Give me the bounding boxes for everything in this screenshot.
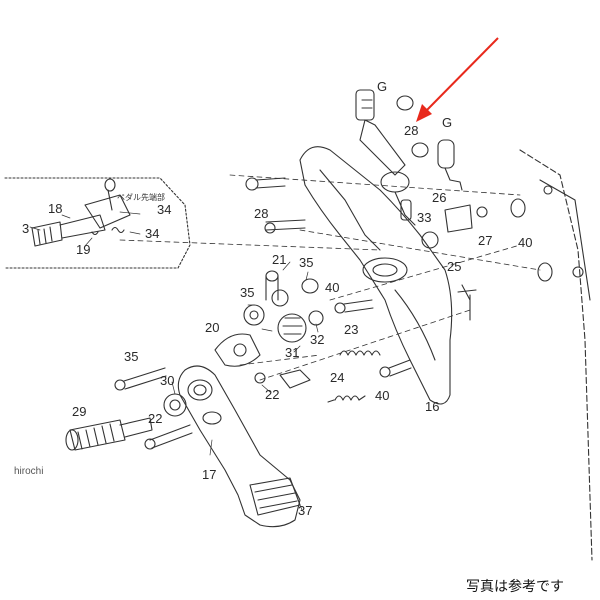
switch-label-g-right: G (442, 115, 452, 130)
part-label-21: 21 (272, 252, 286, 267)
inset-box (4, 177, 191, 269)
part-label-18: 18 (48, 201, 62, 216)
frame-edge (519, 149, 593, 561)
part-label-35-left: 35 (240, 285, 254, 300)
part-label-29: 29 (72, 404, 86, 419)
bracket-plate (299, 146, 453, 405)
part-label-24: 24 (330, 370, 344, 385)
part-label-30: 30 (160, 373, 174, 388)
caption: 写真は参考です (466, 578, 564, 595)
watermark: hirochi (14, 466, 43, 477)
part-label-23: 23 (344, 322, 358, 337)
switch-label-g-left: G (377, 79, 387, 94)
part-label-40-low: 40 (375, 388, 389, 403)
part-label-22-right: 22 (265, 387, 279, 402)
part-label-34-lower: 34 (145, 226, 159, 241)
part-label-3: 3 (22, 221, 29, 236)
part-label-35-upper: 35 (299, 255, 313, 270)
collars (163, 270, 324, 417)
pivot-bolts (114, 299, 412, 450)
part-label-16: 16 (425, 399, 439, 414)
part-label-19: 19 (76, 242, 90, 257)
part-label-28-top: 28 (404, 123, 418, 138)
master-cylinder (355, 89, 429, 226)
part-label-27: 27 (478, 233, 492, 248)
part-label-31: 31 (285, 345, 299, 360)
part-label-35-low: 35 (124, 349, 138, 364)
part-label-40-right: 40 (518, 235, 532, 250)
brake-switch (437, 139, 463, 191)
part-label-37: 37 (298, 503, 312, 518)
part-label-32: 32 (310, 332, 324, 347)
part-label-33: 33 (417, 210, 431, 225)
bolt-28 (245, 177, 306, 234)
red-arrow (416, 37, 499, 122)
springs (327, 350, 381, 403)
part-label-34-upper: 34 (157, 202, 171, 217)
part-label-28-left: 28 (254, 206, 268, 221)
part-label-40-mid: 40 (325, 280, 339, 295)
link-31 (279, 369, 311, 389)
brake-pedal-arm (177, 365, 301, 528)
inset-note: ペダル先端部 (117, 192, 165, 202)
footpeg-29 (65, 417, 153, 451)
part-label-25: 25 (447, 259, 461, 274)
part-label-22-left: 22 (148, 411, 162, 426)
part-label-20: 20 (205, 320, 219, 335)
part-label-26: 26 (432, 190, 446, 205)
part-label-17: 17 (202, 467, 216, 482)
